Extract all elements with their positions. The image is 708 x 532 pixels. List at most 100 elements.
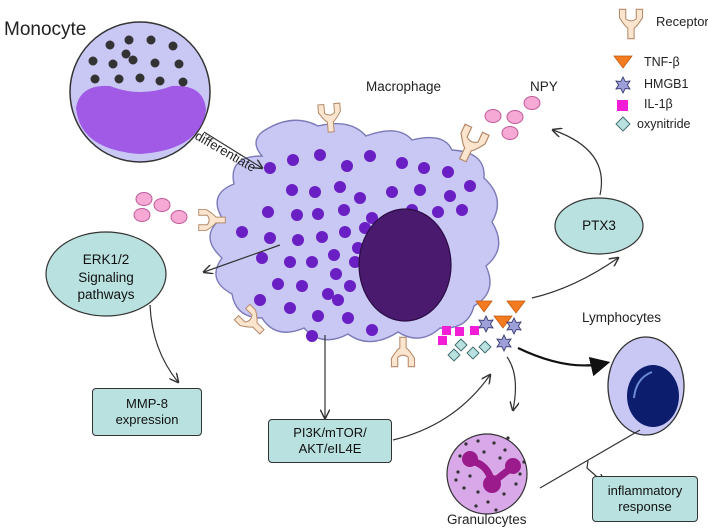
macrophage-granule	[334, 181, 346, 193]
macrophage-granule	[332, 294, 344, 306]
arrows	[149, 130, 641, 489]
npy-ligands	[484, 96, 541, 140]
macrophage-granules	[236, 149, 476, 342]
receptor-icon	[618, 8, 644, 40]
mmp8-line-1: MMP-8	[126, 395, 168, 411]
macrophage-granule	[306, 256, 318, 268]
receptor-icon	[390, 336, 416, 368]
granulocyte-granule	[486, 500, 490, 504]
erk-line-2: Signaling	[78, 269, 134, 285]
il-1-beta-icon	[617, 100, 628, 111]
macrophage-label: Macrophage	[366, 79, 442, 94]
granulocyte-granule	[476, 439, 480, 443]
macrophage-granule	[312, 208, 324, 220]
macrophage-granule	[284, 302, 296, 314]
granulocyte-granule	[462, 486, 466, 490]
macrophage-granule	[396, 157, 408, 169]
macrophage-granule	[328, 249, 340, 261]
macrophage-granule	[286, 184, 298, 196]
granulocyte-granule	[518, 472, 522, 476]
macrophage-granule	[330, 268, 342, 280]
erk-line-3: pathways	[77, 287, 135, 303]
granulocyte-granules	[454, 436, 526, 512]
monocyte-granules	[88, 35, 188, 87]
granulocyte-granule	[494, 508, 498, 512]
macrophage-granule	[354, 192, 366, 204]
ptx3-ellipse	[554, 197, 644, 255]
mmp8-box: MMP-8 expression	[92, 388, 202, 436]
macrophage-granule	[366, 212, 378, 224]
granulocyte-granule	[474, 504, 478, 508]
inflammatory-response-box: inflammatory response	[592, 476, 698, 522]
macrophage-granule	[312, 310, 324, 322]
ptx3-text: PTX3	[582, 218, 616, 233]
macrophage-granule	[442, 166, 454, 178]
lymphocytes-label: Lymphocytes	[582, 310, 662, 325]
macrophage-granule	[414, 184, 426, 196]
ligand-cluster	[133, 192, 188, 224]
inflammatory-line-1: inflammatory	[607, 482, 683, 498]
tnf-beta-icon	[613, 55, 633, 69]
legend-oxynitride-label: oxynitride	[637, 117, 691, 131]
pi3k-line-1: PI3K/mTOR/	[293, 424, 367, 440]
npy-label: NPY	[530, 79, 558, 94]
macrophage-granule	[341, 160, 353, 172]
macrophage-granule	[287, 154, 299, 166]
macrophage-granule	[314, 149, 326, 161]
granulocyte-granule	[456, 470, 460, 474]
macrophage-granule	[236, 226, 248, 238]
erk-line-1: ERK1/2	[82, 252, 130, 267]
macrophage-granule	[364, 150, 376, 162]
legend-il1-label: IL-1β	[644, 97, 673, 111]
cytokine-cluster	[438, 300, 526, 362]
granulocyte-granule	[458, 454, 462, 458]
erk-text: ERK1/2 Signaling pathways	[52, 251, 160, 304]
granulocyte-granule	[522, 460, 526, 464]
macrophage-granule	[296, 280, 308, 292]
macrophage-granule	[256, 252, 268, 264]
macrophage-granule	[292, 234, 304, 246]
granulocyte-granule	[514, 482, 518, 486]
macrophage-granule	[339, 226, 351, 238]
macrophage-granule	[284, 256, 296, 268]
legend-receptor-label: Receptor	[656, 14, 708, 29]
granulocyte-granule	[492, 441, 496, 445]
mmp8-line-2: expression	[115, 412, 179, 427]
legend-hmgb1-label: HMGB1	[644, 77, 689, 91]
granulocyte-granule	[502, 492, 506, 496]
macrophage-nucleus	[358, 208, 452, 322]
macrophage-granule	[309, 186, 321, 198]
granulocytes-label: Granulocytes	[447, 512, 527, 527]
macrophage-granule	[456, 204, 468, 216]
granulocyte-granule	[482, 450, 486, 454]
inflammatory-line-2: response	[618, 499, 672, 514]
macrophage-granule	[366, 324, 378, 336]
macrophage-granule	[306, 330, 318, 342]
macrophage-granule	[418, 162, 430, 174]
granulocyte-granule	[468, 474, 472, 478]
macrophage-granule	[386, 186, 398, 198]
macrophage-granule	[254, 294, 266, 306]
pi3k-line-2: AKT/eIL4E	[298, 441, 362, 456]
granulocyte-granule	[503, 448, 507, 452]
hmgb1-icon	[615, 76, 631, 94]
granulocyte-granule	[506, 436, 510, 440]
macrophage-granule	[262, 206, 274, 218]
macrophage-granule	[316, 231, 328, 243]
monocyte-cell	[69, 21, 211, 163]
macrophage-granule	[432, 206, 444, 218]
macrophage-granule	[349, 256, 361, 268]
macrophage-granule	[464, 180, 476, 192]
erk-ellipse	[45, 231, 167, 317]
macrophage-granule	[338, 204, 350, 216]
macrophage-granule	[264, 232, 276, 244]
macrophage-granule	[444, 190, 456, 202]
arrow-to-lymphocytes	[517, 347, 611, 377]
macrophage-granule	[344, 280, 356, 292]
monocyte-label: Monocyte	[4, 19, 87, 40]
granulocyte-granule	[454, 478, 458, 482]
granulocyte-granule	[476, 490, 480, 494]
monocyte-nucleus	[76, 85, 206, 154]
macrophage-granule	[272, 278, 284, 290]
pi3k-box: PI3K/mTOR/ AKT/eIL4E	[268, 419, 392, 463]
